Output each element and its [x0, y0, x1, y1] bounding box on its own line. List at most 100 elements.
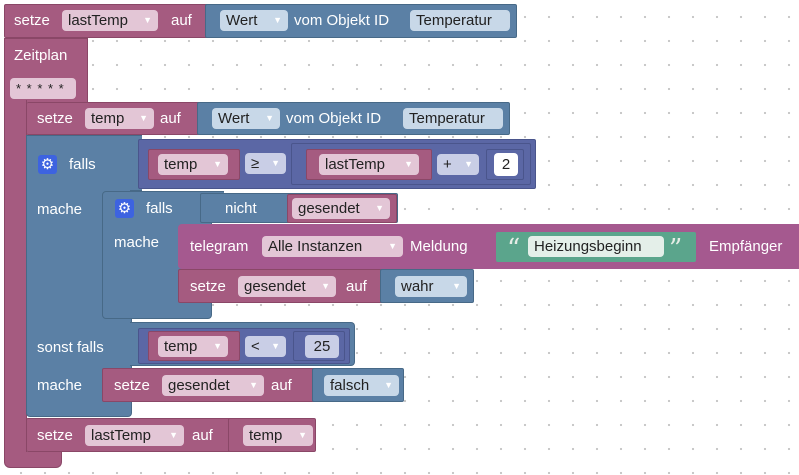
cron-field[interactable]: * * * * *	[10, 78, 76, 99]
mache-label: mache	[37, 377, 83, 394]
variable-dropdown[interactable]: temp▼	[85, 108, 154, 129]
attribute-dropdown[interactable]: Wert ▼	[212, 108, 280, 129]
triangle-down-icon: ▼	[143, 15, 152, 25]
meldung-label: Meldung	[410, 238, 468, 255]
set-lasttemp-block[interactable]: setze lastTemp▼ auf	[4, 4, 214, 38]
variable-value: temp	[91, 110, 125, 127]
schedule-foot	[4, 452, 62, 468]
get-value-block[interactable]: Wert▼ vom Objekt ID Temperatur	[197, 102, 510, 135]
variable-dropdown[interactable]: temp▼	[243, 425, 313, 446]
set-lasttemp-temp-block[interactable]: setze lastTemp▼ auf	[26, 418, 232, 452]
auf-label: auf	[160, 110, 181, 127]
variable-block[interactable]: temp ▼	[148, 331, 240, 361]
set-sent-false-block[interactable]: setze gesendet▼ auf	[102, 368, 316, 402]
variable-dropdown[interactable]: lastTemp▼	[319, 154, 419, 175]
instance-dropdown[interactable]: Alle Instanzen▼	[262, 236, 403, 257]
setze-label: setze	[190, 278, 226, 295]
set-sent-true-block[interactable]: setze gesendet▼ auf	[178, 269, 384, 303]
telegram-label: telegram	[190, 238, 249, 255]
operator-dropdown[interactable]: <▼	[245, 336, 286, 357]
compare-block[interactable]: temp▼ ≥▼ lastTemp▼ +▼ 2	[138, 139, 536, 189]
setze-label: setze	[37, 427, 73, 444]
close-quote-icon: ”	[669, 234, 683, 264]
gear-icon[interactable]: ⚙	[115, 199, 134, 218]
falls-label: falls	[69, 156, 96, 173]
variable-value: gesendet	[298, 200, 360, 217]
triangle-down-icon: ▼	[249, 380, 258, 390]
elseif-label: sonst falls	[37, 339, 104, 356]
schedule-label: Zeitplan	[14, 47, 68, 64]
variable-value: temp	[164, 338, 198, 355]
cron-value: * * * * *	[16, 81, 65, 96]
auf-label: auf	[192, 427, 213, 444]
object-id-field[interactable]: Temperatur	[403, 108, 503, 129]
triangle-down-icon: ▼	[321, 281, 330, 291]
variable-value: lastTemp	[91, 427, 152, 444]
variable-block[interactable]: gesendet ▼	[287, 194, 397, 223]
operator-dropdown[interactable]: +▼	[437, 154, 479, 175]
object-id-field[interactable]: Temperatur	[410, 10, 510, 31]
attribute-value: Wert	[218, 110, 250, 127]
number-field[interactable]: 2	[494, 153, 518, 176]
operator-value: <	[251, 338, 260, 355]
variable-dropdown[interactable]: lastTemp▼	[85, 425, 184, 446]
text-field[interactable]: Heizungsbeginn	[528, 236, 664, 257]
variable-dropdown[interactable]: gesendet▼	[162, 375, 264, 396]
triangle-down-icon: ▼	[452, 281, 461, 291]
compare-block[interactable]: temp▼ <▼ 25	[138, 328, 350, 364]
number-block[interactable]: 25	[293, 331, 345, 361]
operator-value: +	[443, 156, 452, 173]
get-value-block[interactable]: Wert ▼ vom Objekt ID Temperatur	[205, 4, 517, 38]
instance-value: Alle Instanzen	[268, 238, 363, 255]
triangle-down-icon: ▼	[265, 113, 274, 123]
boolean-block[interactable]: falsch▼	[312, 368, 404, 402]
variable-block[interactable]: lastTemp▼	[306, 149, 432, 180]
text-block[interactable]: “ Heizungsbeginn ”	[496, 232, 696, 262]
variable-value: temp	[164, 156, 198, 173]
open-quote-icon: “	[507, 234, 521, 264]
schedule-spine	[4, 100, 27, 462]
number-field[interactable]: 25	[305, 335, 339, 358]
variable-dropdown[interactable]: temp ▼	[158, 336, 228, 357]
operator-value: ≥	[251, 155, 260, 172]
arithmetic-block[interactable]: lastTemp▼ +▼ 2	[291, 143, 531, 185]
gear-icon[interactable]: ⚙	[38, 155, 57, 174]
boolean-block[interactable]: wahr ▼	[380, 269, 474, 303]
boolean-value: wahr	[401, 278, 434, 295]
schedule-block[interactable]: Zeitplan * * * * *	[4, 38, 88, 102]
empfaenger-label: Empfänger	[709, 238, 783, 255]
variable-value: lastTemp	[68, 12, 129, 29]
telegram-block[interactable]: telegram Alle Instanzen▼ Meldung “ Heizu…	[178, 224, 799, 269]
not-block[interactable]: nicht gesendet ▼	[200, 193, 398, 223]
auf-label: auf	[271, 377, 292, 394]
triangle-down-icon: ▼	[213, 341, 222, 351]
text-value: Heizungsbeginn	[534, 238, 642, 255]
variable-dropdown[interactable]: temp ▼	[158, 154, 228, 175]
variable-dropdown[interactable]: gesendet ▼	[292, 198, 390, 219]
variable-block[interactable]: temp▼	[228, 418, 316, 452]
operator-dropdown[interactable]: ≥▼	[245, 153, 286, 174]
mache-label: mache	[37, 201, 83, 218]
triangle-down-icon: ▼	[273, 15, 282, 25]
set-temp-block[interactable]: setze temp▼ auf	[26, 102, 200, 135]
boolean-dropdown[interactable]: wahr ▼	[395, 276, 467, 297]
mache-label: mache	[114, 234, 160, 251]
variable-block[interactable]: temp ▼	[148, 149, 240, 180]
variable-value: lastTemp	[325, 156, 386, 173]
triangle-down-icon: ▼	[213, 159, 222, 169]
nicht-label: nicht	[225, 200, 257, 217]
setze-label: setze	[114, 377, 150, 394]
boolean-dropdown[interactable]: falsch▼	[324, 375, 399, 396]
triangle-down-icon: ▼	[271, 341, 280, 351]
object-id-value: Temperatur	[409, 110, 485, 127]
variable-dropdown[interactable]: lastTemp ▼	[62, 10, 158, 31]
auf-label: auf	[171, 12, 192, 29]
object-id-label: vom Objekt ID	[294, 12, 390, 29]
attribute-dropdown[interactable]: Wert ▼	[220, 10, 288, 31]
variable-dropdown[interactable]: gesendet▼	[238, 276, 336, 297]
triangle-down-icon: ▼	[375, 203, 384, 213]
number-block[interactable]: 2	[486, 149, 524, 180]
attribute-value: Wert	[226, 12, 258, 29]
triangle-down-icon: ▼	[271, 158, 280, 168]
setze-label: setze	[37, 110, 73, 127]
